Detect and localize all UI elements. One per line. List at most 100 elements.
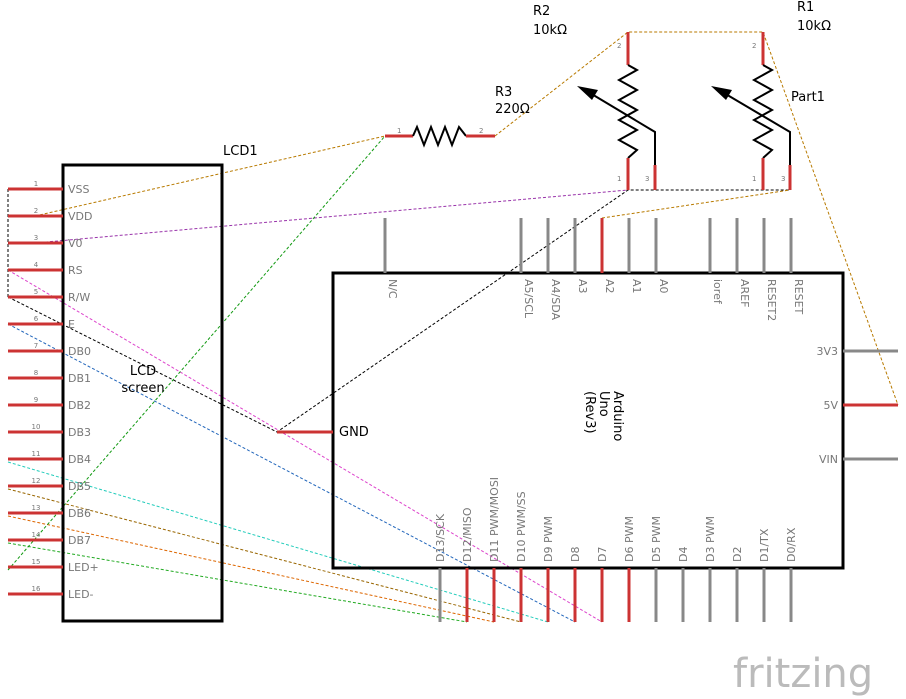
lcd-pin-name-4: RS (68, 264, 83, 277)
r1-part: Part1 (791, 90, 825, 105)
wires (7, 31, 899, 623)
r2-arrow (577, 86, 598, 100)
lcd-pin-name-11: DB4 (68, 453, 91, 466)
lcd-body (61, 163, 224, 623)
wire-led-plus (7, 135, 386, 571)
lcd-pin-name-9: DB2 (68, 399, 91, 412)
arduino-top-pin-label-9: RESET2 (765, 279, 778, 321)
arduino-bottom-pin-label-10: D3 PWM (704, 516, 717, 562)
lcd-pin-num-13: 13 (32, 504, 41, 512)
r3-pin-2: 2 (479, 127, 483, 135)
potentiometer-r1[interactable]: R1 10kΩ Part1 2 1 3 (711, 0, 831, 190)
r2-ref: R2 (533, 4, 550, 19)
arduino-body (331, 271, 845, 570)
arduino-top-pin-label-5: A1 (630, 279, 643, 294)
r2-wiper (589, 92, 656, 165)
arduino-bottom-pin-label-8: D5 PWM (650, 516, 663, 562)
arduino-bottom-pin-label-1: D12/MISO (461, 507, 474, 562)
wire-vdd (34, 135, 386, 217)
wire-r3-to-pots (494, 31, 899, 406)
r3-value: 220Ω (495, 102, 530, 117)
lcd-pin-num-5: 5 (34, 288, 38, 296)
r2-pin-2: 2 (617, 42, 621, 50)
lcd-pin-num-11: 11 (32, 450, 41, 458)
arduino-right-pin-label-0: 3V3 (816, 345, 838, 358)
lcd-pin-name-16: LED- (68, 588, 94, 601)
lcd-pin-num-9: 9 (34, 396, 38, 404)
arduino-bottom-pin-label-7: D6 PWM (623, 516, 636, 562)
arduino-bottom-pin-label-0: D13/SCK (434, 513, 447, 562)
lcd-pin-num-10: 10 (32, 423, 41, 431)
arduino-right-pin-label-2: VIN (819, 453, 838, 466)
lcd-pin-num-4: 4 (34, 261, 39, 269)
lcd-title-2: screen (121, 381, 164, 396)
arduino-title-line-2: (Rev3) (582, 391, 597, 434)
r2-pin-3: 3 (645, 175, 649, 183)
wire-v0 (34, 189, 629, 244)
lcd-pin-name-13: DB6 (68, 507, 91, 520)
arduino-right-pin-label-1: 5V (823, 399, 838, 412)
lcd-pin-num-2: 2 (34, 207, 38, 215)
r2-value: 10kΩ (533, 23, 567, 38)
arduino-right-pins: 3V3 5V VIN (816, 345, 898, 466)
lcd-pin-name-14: DB7 (68, 534, 91, 547)
lcd-ref: LCD1 (223, 144, 258, 159)
resistor-r3[interactable]: 1 2 R3 220Ω (385, 85, 530, 148)
arduino-bottom-pin-label-12: D1/TX (758, 528, 771, 562)
lcd-pin-num-1: 1 (34, 180, 38, 188)
wire-pot-wiper-a2 (601, 189, 791, 219)
r1-pin-3: 3 (781, 175, 785, 183)
lcd-pin-num-15: 15 (32, 558, 41, 566)
r1-arrow (711, 86, 732, 100)
r1-value: 10kΩ (797, 19, 831, 34)
lcd-title-1: LCD (130, 364, 156, 379)
wire-db6 (7, 515, 495, 623)
lcd-pin-name-1: VSS (68, 183, 90, 196)
lcd-pin-num-8: 8 (34, 369, 38, 377)
lcd-pin-name-2: VDD (68, 210, 92, 223)
r3-ref: R3 (495, 85, 512, 100)
arduino-bottom-pin-label-9: D4 (677, 547, 690, 562)
lcd-pin-name-12: DB5 (68, 480, 91, 493)
arduino-top-pin-label-7: ioref (711, 279, 724, 305)
arduino-top-pin-label-2: A4/SDA (549, 279, 562, 320)
lcd-pin-name-6: E (68, 318, 75, 331)
arduino-title-line-1: Uno (596, 391, 611, 417)
wire-db7 (7, 542, 468, 623)
lcd-pin-name-7: DB0 (68, 345, 91, 358)
arduino-bottom-pin-label-4: D9 PWM (542, 516, 555, 562)
wire-rs (7, 269, 603, 623)
r3-zigzag (412, 124, 467, 148)
arduino-top-pin-label-6: A0 (657, 279, 670, 294)
fritzing-logo: fritzing (733, 651, 873, 697)
lcd-pin-name-3: V0 (68, 237, 83, 250)
r2-zigzag (616, 64, 640, 159)
r1-zigzag (751, 64, 775, 159)
wire-rw-gnd (7, 189, 790, 433)
r1-pin-2: 2 (752, 42, 756, 50)
r1-wiper (723, 92, 791, 165)
lcd-pin-num-6: 6 (34, 315, 39, 323)
lcd-pin-name-15: LED+ (68, 561, 99, 574)
wire-db5 (7, 488, 522, 623)
potentiometer-r2[interactable]: R2 10kΩ 2 1 3 (533, 4, 657, 190)
lcd-pin-num-16: 16 (32, 585, 41, 593)
arduino-top-pin-label-10: RESET (792, 279, 805, 315)
lcd-pin-num-12: 12 (32, 477, 41, 485)
r1-pin-1: 1 (752, 175, 756, 183)
wire-e (7, 323, 576, 623)
arduino-bottom-pin-label-6: D7 (596, 547, 609, 562)
lcd-pin-name-8: DB1 (68, 372, 91, 385)
arduino-bottom-pin-label-13: D0/RX (785, 527, 798, 562)
arduino-bottom-pin-label-3: D10 PWM/SS (515, 491, 528, 562)
arduino-top-pin-label-3: A3 (576, 279, 589, 294)
arduino-top-pin-label-8: AREF (738, 279, 751, 307)
r3-pin-1: 1 (397, 127, 401, 135)
r2-pin-1: 1 (617, 175, 621, 183)
